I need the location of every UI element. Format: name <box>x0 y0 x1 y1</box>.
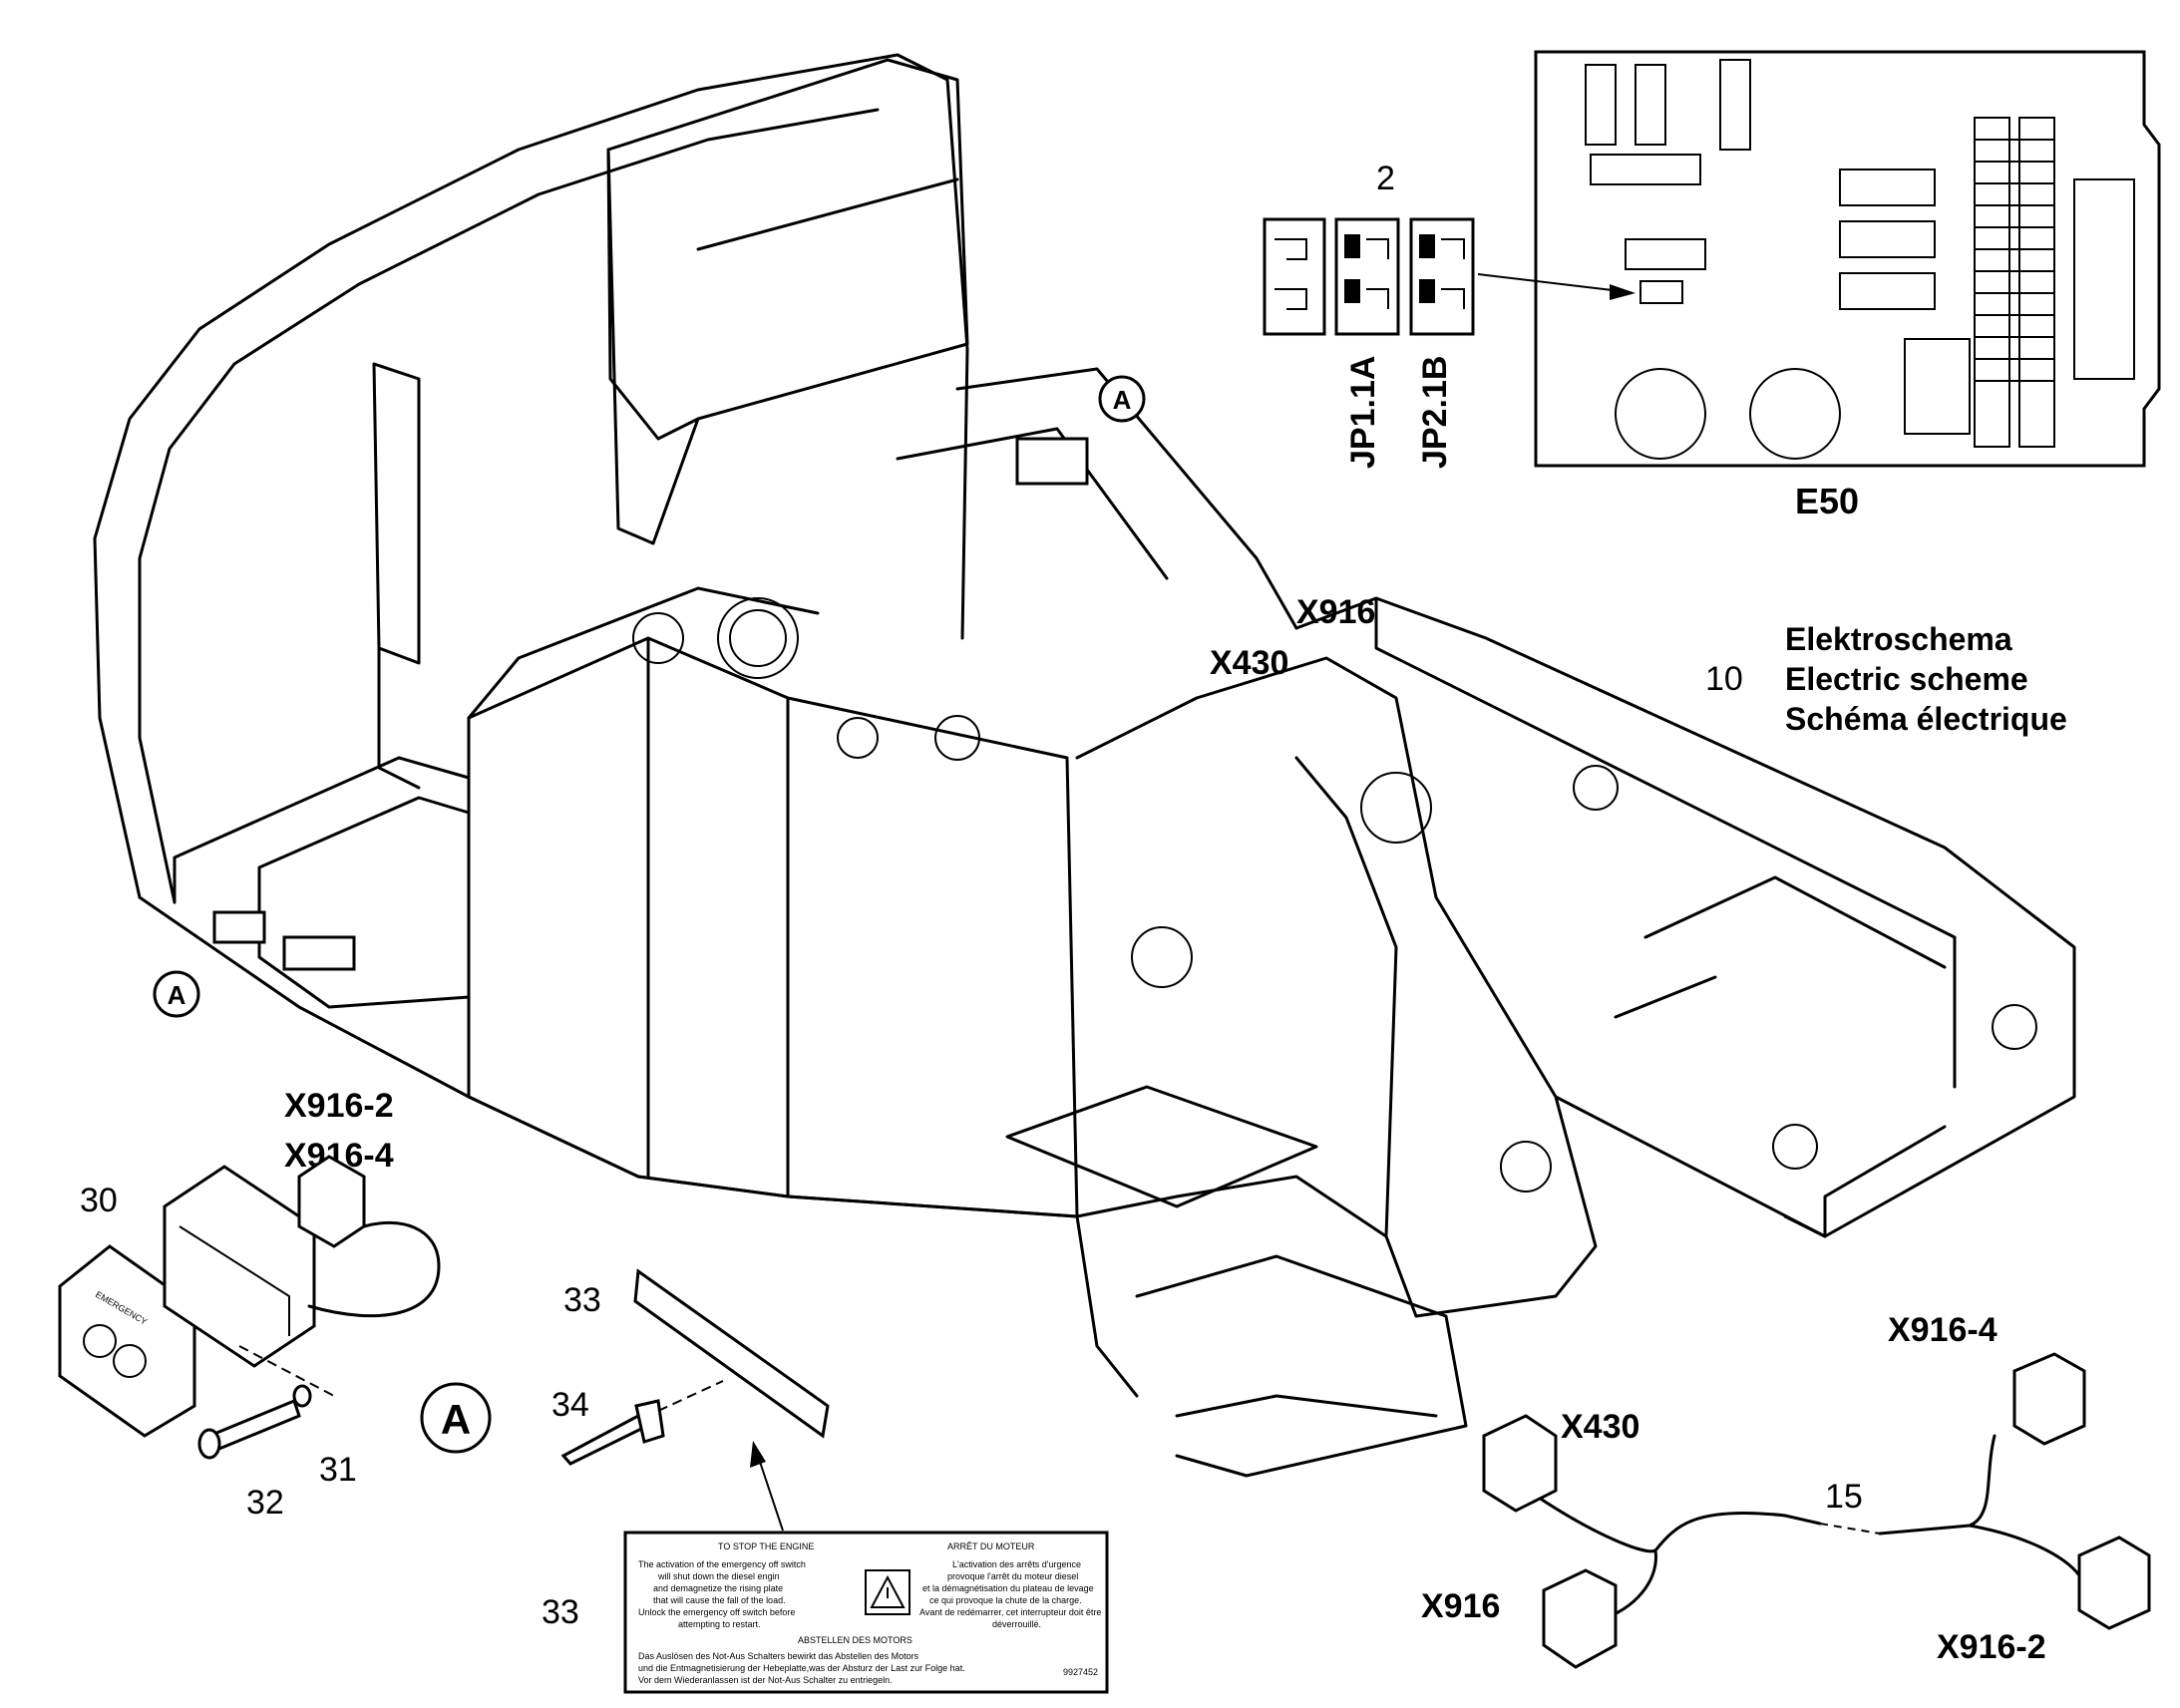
switch-button-right <box>113 1344 147 1378</box>
warning-fr-line-6: déverrouillé. <box>992 1619 1041 1629</box>
callout-a-detail: A <box>420 1382 492 1454</box>
jumper-location <box>1639 280 1683 304</box>
warning-fr-line-5: Avant de redémarrer, cet interrupteur do… <box>919 1607 1101 1617</box>
warning-fr-line-4: ce qui provoque la chute de la charge. <box>929 1595 1082 1605</box>
warning-en-line-3: and demagnetize the rising plate <box>653 1583 783 1593</box>
connector-x916-4 <box>2012 1352 2086 1446</box>
label-item-10: 10 <box>1705 660 1743 698</box>
warning-en-line-5: Unlock the emergency off switch before <box>638 1607 795 1617</box>
plate-and-rivet: 33 34 <box>551 1268 830 1532</box>
label-x430-cable: X430 <box>1561 1408 1639 1446</box>
label-e50: E50 <box>1795 481 1859 521</box>
callout-a-left: A <box>153 970 200 1018</box>
label-x916-2-upper: X916-2 <box>284 1087 394 1125</box>
callout-a-detail-text: A <box>441 1396 471 1443</box>
label-item-32: 32 <box>246 1484 284 1522</box>
warning-de-line-2: und die Entmagnetisierung der Hebeplatte… <box>638 1663 965 1673</box>
label-item-33-plate: 33 <box>563 1281 601 1319</box>
callout-a-top-text: A <box>1113 385 1132 415</box>
label-x916-2-cable: X916-2 <box>1937 1628 2046 1666</box>
warning-title-fr: ARRÊT DU MOTEUR <box>947 1541 1035 1551</box>
label-item-30: 30 <box>80 1182 118 1219</box>
warning-title-en: TO STOP THE ENGINE <box>718 1541 814 1551</box>
label-item-15: 15 <box>1825 1478 1863 1516</box>
switch-housing <box>163 1165 316 1368</box>
board-edge-connector <box>2073 178 2135 380</box>
warning-de-line-1: Das Auslösen des Not-Aus Schalters bewir… <box>638 1651 919 1661</box>
circuit-board-e50 <box>1534 50 2161 468</box>
label-item-31: 31 <box>319 1451 357 1489</box>
label-scheme-fr: Schéma électrique <box>1785 701 2067 737</box>
label-x916-4-cable: X916-4 <box>1888 1311 1998 1349</box>
label-x430-top: X430 <box>1210 644 1288 682</box>
label-item-34: 34 <box>551 1386 589 1424</box>
warning-en-line-1: The activation of the emergency off swit… <box>638 1559 806 1569</box>
connector-x430 <box>1482 1414 1558 1513</box>
label-item-33-label: 33 <box>542 1593 579 1631</box>
machine-frame <box>93 53 2076 1478</box>
callout-a-top: A <box>1098 375 1146 423</box>
scheme-reference: 10 Elektroschema Electric scheme Schéma … <box>1705 621 2067 737</box>
warning-fr-line-2: provoque l'arrêt du moteur diesel <box>947 1571 1078 1581</box>
switch-connector <box>297 1155 366 1248</box>
warning-title-de: ABSTELLEN DES MOTORS <box>798 1635 912 1645</box>
warning-label-33: 33 TO STOP THE ENGINE ARRÊT DU MOTEUR Th… <box>542 1531 1109 1694</box>
label-item-2: 2 <box>1376 160 1395 197</box>
jumper-detail: 2 JP1.1A JP2.1B <box>1263 160 1635 469</box>
switch-cable <box>307 1220 441 1318</box>
warning-fr-line-3: et la démagnétisation du plateau de leva… <box>922 1583 1094 1593</box>
label-jp2-1b: JP2.1B <box>1416 356 1454 469</box>
switch-button-left <box>83 1324 117 1358</box>
label-scheme-de: Elektroschema <box>1785 621 2012 657</box>
warning-de-line-3: Vor dem Wiederanlassen ist der Not-Aus S… <box>638 1675 893 1685</box>
screw-32 <box>207 1399 301 1453</box>
jumper-block-1 <box>1263 217 1326 336</box>
callout-a-left-text: A <box>168 980 186 1010</box>
cover-plate-33 <box>633 1268 830 1439</box>
cable-harness-15: X430 X916 15 X916-4 X916-2 <box>1421 1311 2151 1669</box>
warning-fr-line-1: L'activation des arrêts d'urgence <box>952 1559 1081 1569</box>
label-x916-cable: X916 <box>1421 1587 1500 1625</box>
label-jp1-1a: JP1.1A <box>1344 356 1382 469</box>
label-scheme-en: Electric scheme <box>1785 661 2028 697</box>
board-outline <box>1534 50 2161 468</box>
switch-front-plate <box>58 1244 196 1438</box>
warning-part-number: 9927452 <box>1063 1667 1098 1677</box>
connector-x916 <box>1542 1568 1618 1669</box>
fuse-block <box>1974 117 2055 448</box>
warning-en-line-2: will shut down the diesel engin <box>657 1571 780 1581</box>
washer-31 <box>292 1384 312 1408</box>
connector-x916-2 <box>2077 1536 2151 1630</box>
emergency-switch-detail: X916-2 X916-4 30 EMERGENCY 31 32 <box>58 1087 441 1522</box>
label-x916-top: X916 <box>1296 593 1375 631</box>
warning-en-line-4: that will cause the fall of the load. <box>653 1595 786 1605</box>
warning-en-line-6: attempting to restart. <box>678 1619 761 1629</box>
